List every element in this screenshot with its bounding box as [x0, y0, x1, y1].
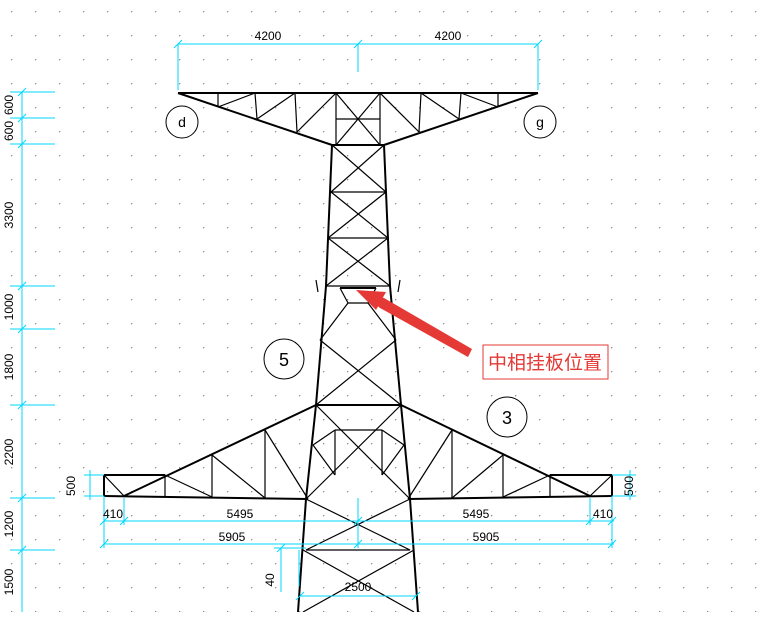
left-dim-600-b: 600	[2, 121, 16, 141]
lower-dimensions: 410 5495 5495 410 5905 5905	[99, 496, 617, 549]
left-dim-600-a: 600	[2, 95, 16, 115]
left-dimensions: 600 600 3300 1000 1800 2200 1200 1500	[2, 87, 55, 612]
circle-labels: d g 5 3	[165, 105, 557, 438]
circle-5-marker	[263, 338, 305, 380]
tower-middle-body	[315, 285, 402, 406]
left-dim-1000: 1000	[2, 293, 16, 320]
callout-box	[482, 344, 609, 380]
circle-label-d: d	[178, 114, 186, 130]
dim-edge-left: 410	[103, 507, 123, 521]
circle-3-marker	[486, 396, 528, 438]
circle-label-5: 5	[279, 350, 289, 370]
left-dim-1800: 1800	[2, 353, 16, 380]
tower-top-body	[315, 144, 401, 293]
callout-text: 中相挂板位置	[488, 352, 602, 374]
top-dim-left: 4200	[255, 29, 282, 43]
circle-d-marker	[165, 105, 199, 139]
tower-lower-body	[305, 404, 411, 500]
base-dim-offset: 40	[263, 573, 277, 587]
circle-label-g: g	[536, 114, 544, 130]
left-dim-2200: 2200	[2, 438, 16, 465]
tower-base	[297, 498, 419, 613]
left-dim-1200: 1200	[2, 510, 16, 537]
dim-edge-right: 410	[593, 507, 613, 521]
circle-label-3: 3	[502, 408, 512, 428]
base-dimensions: 2500 40	[263, 543, 421, 601]
left-dim-3300: 3300	[2, 201, 16, 228]
callout: 中相挂板位置	[356, 290, 609, 380]
side-dim-left: 500	[64, 476, 78, 496]
base-dim-width: 2500	[345, 580, 372, 594]
top-dim-right: 4200	[435, 29, 462, 43]
top-crossarm	[177, 92, 539, 146]
dim-outer-right: 5905	[473, 530, 500, 544]
side-dim-right: 500	[622, 476, 636, 496]
dim-inner-right: 5495	[463, 507, 490, 521]
left-dim-1500: 1500	[2, 568, 16, 595]
dim-inner-left: 5495	[227, 507, 254, 521]
side-dimensions: 500 500	[64, 470, 636, 500]
dim-outer-left: 5905	[219, 530, 246, 544]
circle-g-marker	[523, 105, 557, 139]
lower-crossarm	[103, 404, 613, 500]
top-dimension: 4200 4200	[173, 29, 543, 90]
callout-arrow	[358, 290, 472, 357]
